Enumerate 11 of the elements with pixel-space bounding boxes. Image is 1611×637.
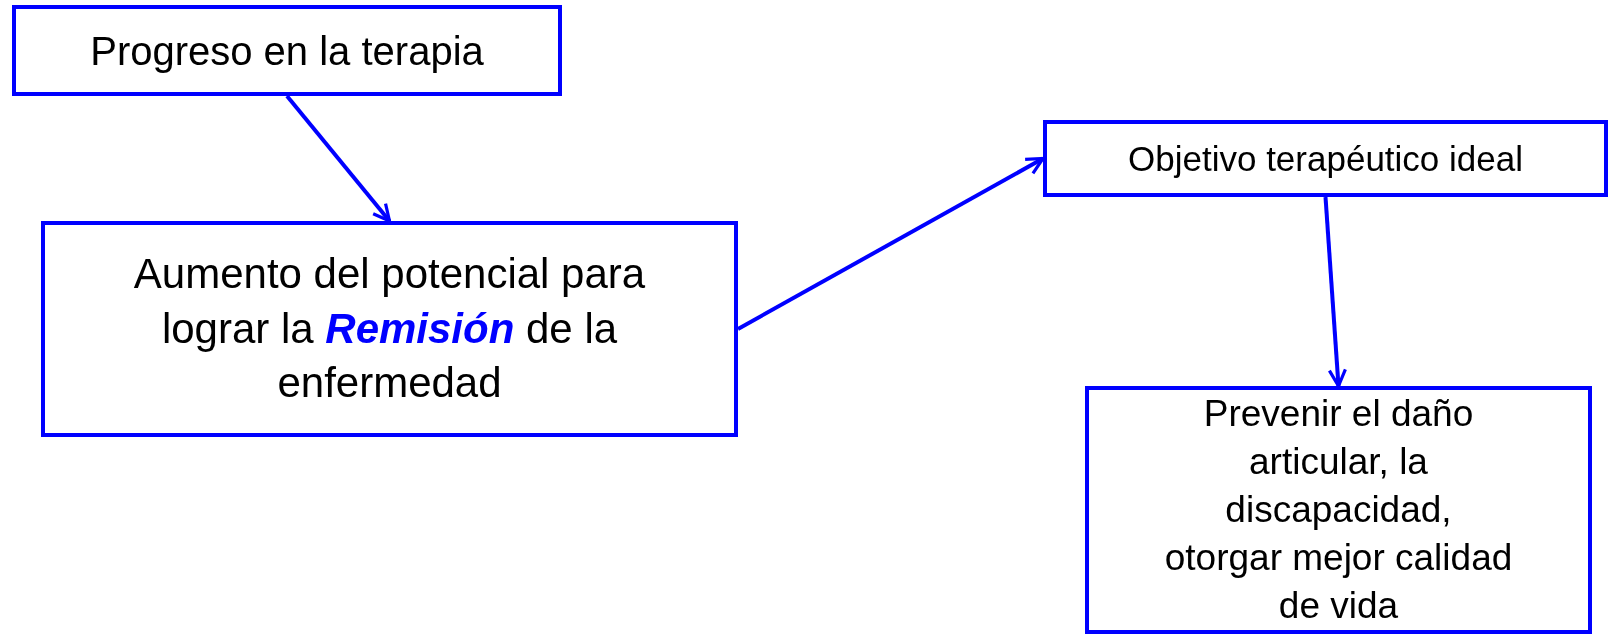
arrow [285,94,392,223]
box-text: Objetivo terapéutico ideal [1128,137,1523,180]
arrow [737,156,1045,331]
arrow [1323,196,1347,388]
box-text: Progreso en la terapia [90,27,484,75]
box-text: Aumento del potencial para lograr la Remisión de la enfermedad [132,249,647,409]
process-box [12,5,562,96]
process-box [1085,386,1592,634]
process-box [41,221,738,437]
box-text: Prevenir el daño articular, la discapacidad, otorgar mejor calidad de vida [1164,391,1513,629]
process-box [1043,120,1608,197]
